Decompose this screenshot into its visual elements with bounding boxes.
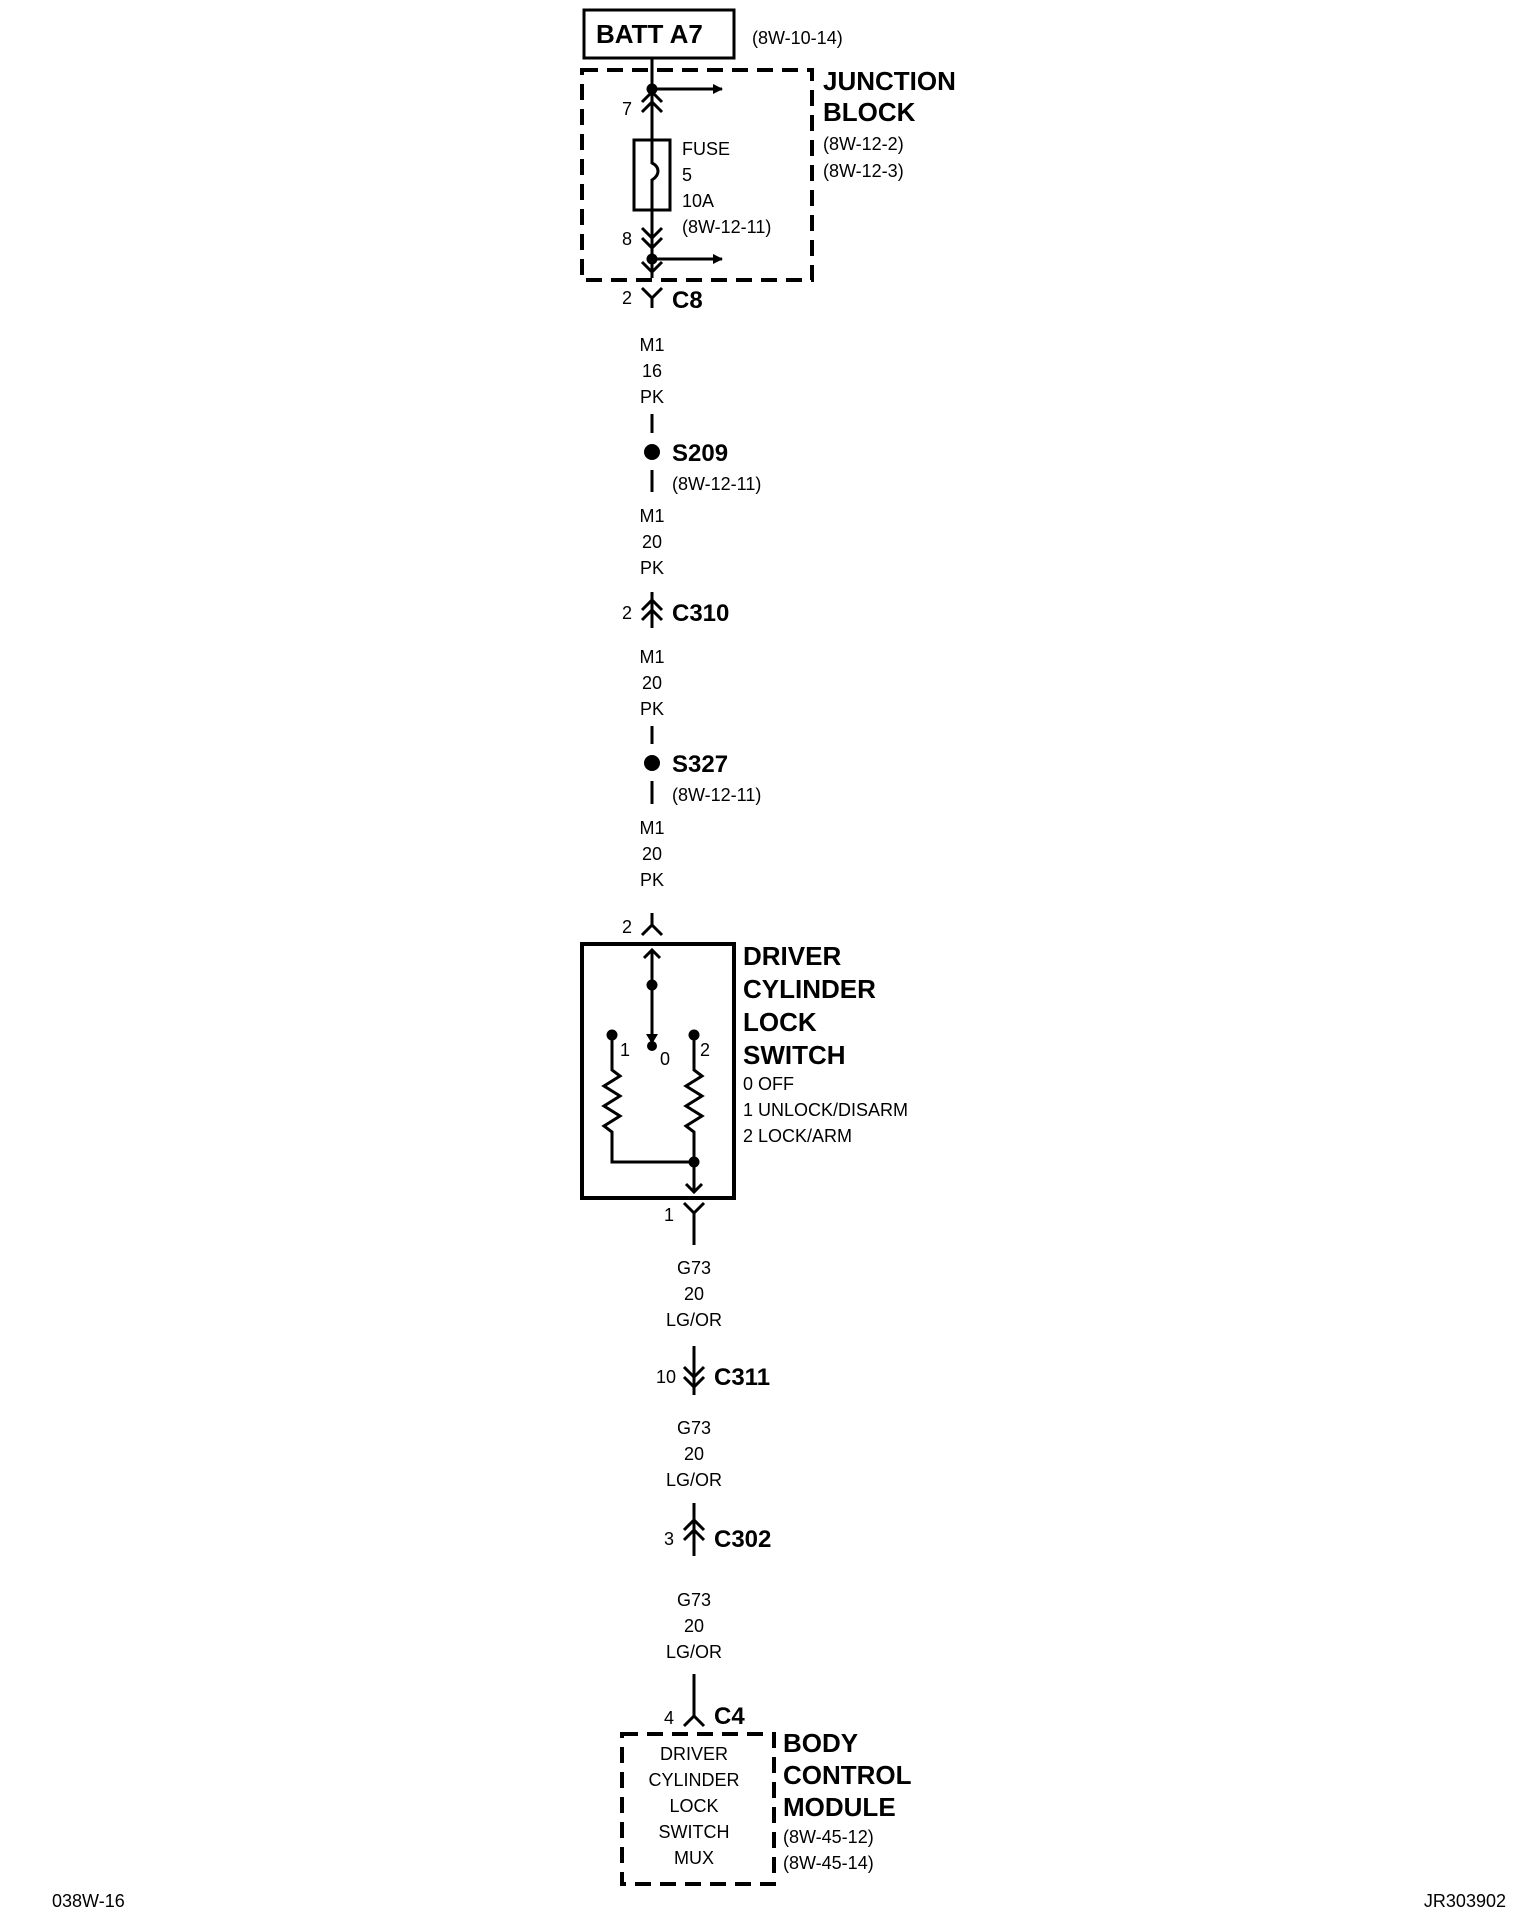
- bcm-title-3: MODULE: [783, 1792, 896, 1822]
- batt-box: [582, 8, 736, 60]
- pin8-label: 8: [622, 229, 632, 249]
- bcm-inner-3: LOCK: [669, 1796, 718, 1816]
- bcm-inner-1: DRIVER: [660, 1744, 728, 1764]
- resistor-2-icon: [683, 1035, 705, 1192]
- c4-name: C4: [714, 1703, 745, 1730]
- switch-contact-0: [647, 1041, 657, 1051]
- wire7-gauge: 20: [684, 1616, 704, 1636]
- junction-block-outline: [580, 68, 814, 282]
- switch-outline: [580, 942, 736, 1200]
- wire5-gauge: 20: [684, 1284, 704, 1304]
- wire5-circuit: G73: [677, 1258, 711, 1278]
- wire7-color: LG/OR: [666, 1642, 722, 1662]
- wire1-color: PK: [640, 387, 664, 407]
- bcm-outline: [620, 1732, 776, 1886]
- switch-pos0: 0 OFF: [743, 1074, 794, 1094]
- wire2-color: PK: [640, 558, 664, 578]
- switch-pin2-connector-icon: [640, 913, 664, 937]
- s327-splice: [644, 755, 660, 771]
- switch-output-splice: [688, 1156, 700, 1168]
- bcm-title-1: BODY: [783, 1728, 858, 1758]
- c302-connector-icon: [682, 1517, 706, 1542]
- fuse-label: FUSE: [682, 139, 730, 159]
- junction-block-ref-1: (8W-12-2): [823, 134, 904, 154]
- c4-connector-icon: [682, 1713, 706, 1728]
- fuse-element: [650, 140, 660, 210]
- switch-pin-in: 2: [622, 917, 632, 937]
- c8-connector-icon: [640, 286, 664, 308]
- switch-pos1: 1 UNLOCK/DISARM: [743, 1100, 908, 1120]
- c311-connector-icon: [682, 1365, 706, 1390]
- junction-block-title-1: JUNCTION: [823, 66, 956, 96]
- batt-ref: (8W-10-14): [752, 28, 843, 48]
- wire4-gauge: 20: [642, 844, 662, 864]
- c302-pin: 3: [664, 1529, 674, 1549]
- s327-name: S327: [672, 751, 728, 778]
- switch-pin1-connector-icon: [682, 1201, 706, 1245]
- c302-name: C302: [714, 1526, 771, 1553]
- c8-name: C8: [672, 287, 703, 314]
- resistor-1-icon: [601, 1035, 694, 1164]
- switch-title-4: SWITCH: [743, 1040, 846, 1070]
- footer-left-code: 038W-16: [52, 1891, 125, 1911]
- junction-block-ref-2: (8W-12-3): [823, 161, 904, 181]
- bcm-ref-2: (8W-45-14): [783, 1853, 874, 1873]
- c4-pin: 4: [664, 1708, 674, 1728]
- wire3-circuit: M1: [639, 647, 664, 667]
- s209-splice: [644, 444, 660, 460]
- batt-label: BATT A7: [596, 19, 703, 49]
- fuse-ref: (8W-12-11): [682, 217, 771, 237]
- wire6-gauge: 20: [684, 1444, 704, 1464]
- s209-ref: (8W-12-11): [672, 474, 761, 494]
- c311-name: C311: [714, 1364, 770, 1391]
- switch-pos2: 2 LOCK/ARM: [743, 1126, 852, 1146]
- bcm-ref-1: (8W-45-12): [783, 1827, 874, 1847]
- s209-name: S209: [672, 440, 728, 467]
- switch-contact-2-label: 2: [700, 1040, 710, 1060]
- footer-right-code: JR303902: [1424, 1891, 1506, 1911]
- bcm-inner-2: CYLINDER: [648, 1770, 739, 1790]
- wire2-circuit: M1: [639, 506, 664, 526]
- wire2-gauge: 20: [642, 532, 662, 552]
- wire7-circuit: G73: [677, 1590, 711, 1610]
- wire4-color: PK: [640, 870, 664, 890]
- switch-title-2: CYLINDER: [743, 974, 876, 1004]
- fuse-number: 5: [682, 165, 692, 185]
- c310-pin: 2: [622, 603, 632, 623]
- wire5-color: LG/OR: [666, 1310, 722, 1330]
- bcm-title-2: CONTROL: [783, 1760, 912, 1790]
- pin7-label: 7: [622, 99, 632, 119]
- s327-ref: (8W-12-11): [672, 785, 761, 805]
- c8-pin: 2: [622, 288, 632, 308]
- c310-connector-icon: [640, 597, 664, 622]
- pin8-connector-icon: [640, 226, 664, 251]
- switch-title-1: DRIVER: [743, 941, 841, 971]
- wire1-gauge: 16: [642, 361, 662, 381]
- switch-contact-0-label: 0: [660, 1049, 670, 1069]
- junction-block-title-2: BLOCK: [823, 97, 916, 127]
- fuse-rating: 10A: [682, 191, 714, 211]
- switch-out-chevron: [684, 1182, 704, 1195]
- c311-pin: 10: [656, 1367, 676, 1387]
- switch-contact-1-label: 1: [620, 1040, 630, 1060]
- wire4-circuit: M1: [639, 818, 664, 838]
- bcm-inner-4: SWITCH: [659, 1822, 730, 1842]
- switch-pin-out: 1: [664, 1205, 674, 1225]
- wire6-color: LG/OR: [666, 1470, 722, 1490]
- wire3-gauge: 20: [642, 673, 662, 693]
- bcm-inner-5: MUX: [674, 1848, 714, 1868]
- wire1-circuit: M1: [639, 335, 664, 355]
- jb-bottom-chevron: [640, 260, 664, 275]
- wire6-circuit: G73: [677, 1418, 711, 1438]
- c310-name: C310: [672, 600, 729, 627]
- switch-wiper-arrow: [646, 1034, 658, 1044]
- switch-title-3: LOCK: [743, 1007, 817, 1037]
- wire3-color: PK: [640, 699, 664, 719]
